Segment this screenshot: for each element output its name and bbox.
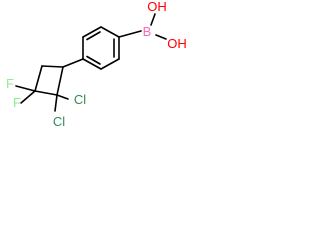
boron-hydroxyl-bond [150, 13, 156, 26]
boron-label: B [143, 24, 152, 39]
chlorine-label-right: Cl [74, 92, 86, 107]
chlorine-label-lower: Cl [53, 114, 65, 129]
carbon-fluorine-bond [15, 85, 36, 92]
carbon-chlorine-bond [54, 94, 58, 112]
ring-boron-bond [118, 30, 142, 38]
ring-bond [34, 65, 43, 92]
benzene-ring [82, 26, 120, 70]
ring-bond [41, 65, 64, 68]
fluorine-label-lower: F [13, 95, 21, 110]
ring-bond [100, 58, 120, 70]
ring-double-bond [86, 55, 101, 65]
cyclobutane-ring [34, 65, 64, 96]
fluorine-label-upper: F [6, 76, 14, 91]
ring-cyclobutane-bond [62, 58, 84, 68]
ring-bond [82, 58, 102, 70]
hydroxyl-label-right: OH [167, 36, 187, 51]
ring-bond [100, 26, 120, 38]
ring-bond [56, 66, 64, 96]
hydroxyl-label-top: OH [147, 0, 167, 14]
carbon-chlorine-bond [56, 94, 69, 100]
ring-bond [82, 26, 102, 38]
ring-bond [34, 90, 58, 96]
ring-double-bond [86, 31, 101, 41]
carbon-fluorine-bond [20, 90, 36, 104]
molecule-structure: B OH OH F F Cl Cl [6, 0, 187, 129]
boron-hydroxyl-bond [155, 34, 167, 40]
